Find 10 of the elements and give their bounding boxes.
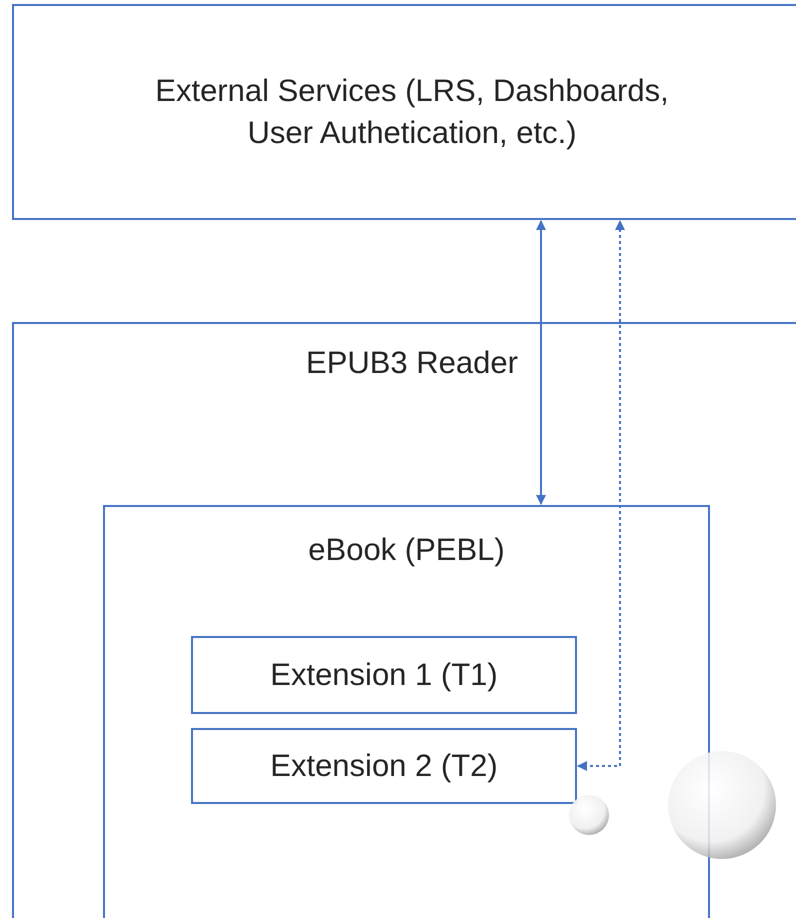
extension-box <box>191 728 577 804</box>
box-label: External Services (LRS, Dashboards, User Authetication, etc.) <box>154 72 670 152</box>
box-label: eBook (PEBL) <box>308 531 505 569</box>
arrow <box>536 220 546 505</box>
service-box <box>12 4 796 220</box>
extension-box <box>191 636 577 714</box>
arrow <box>577 220 625 771</box>
box-label: Extension 1 (T1) <box>270 656 498 694</box>
box-label: Extension 2 (T2) <box>270 747 498 786</box>
box-label: EPUB3 Reader <box>306 344 518 382</box>
